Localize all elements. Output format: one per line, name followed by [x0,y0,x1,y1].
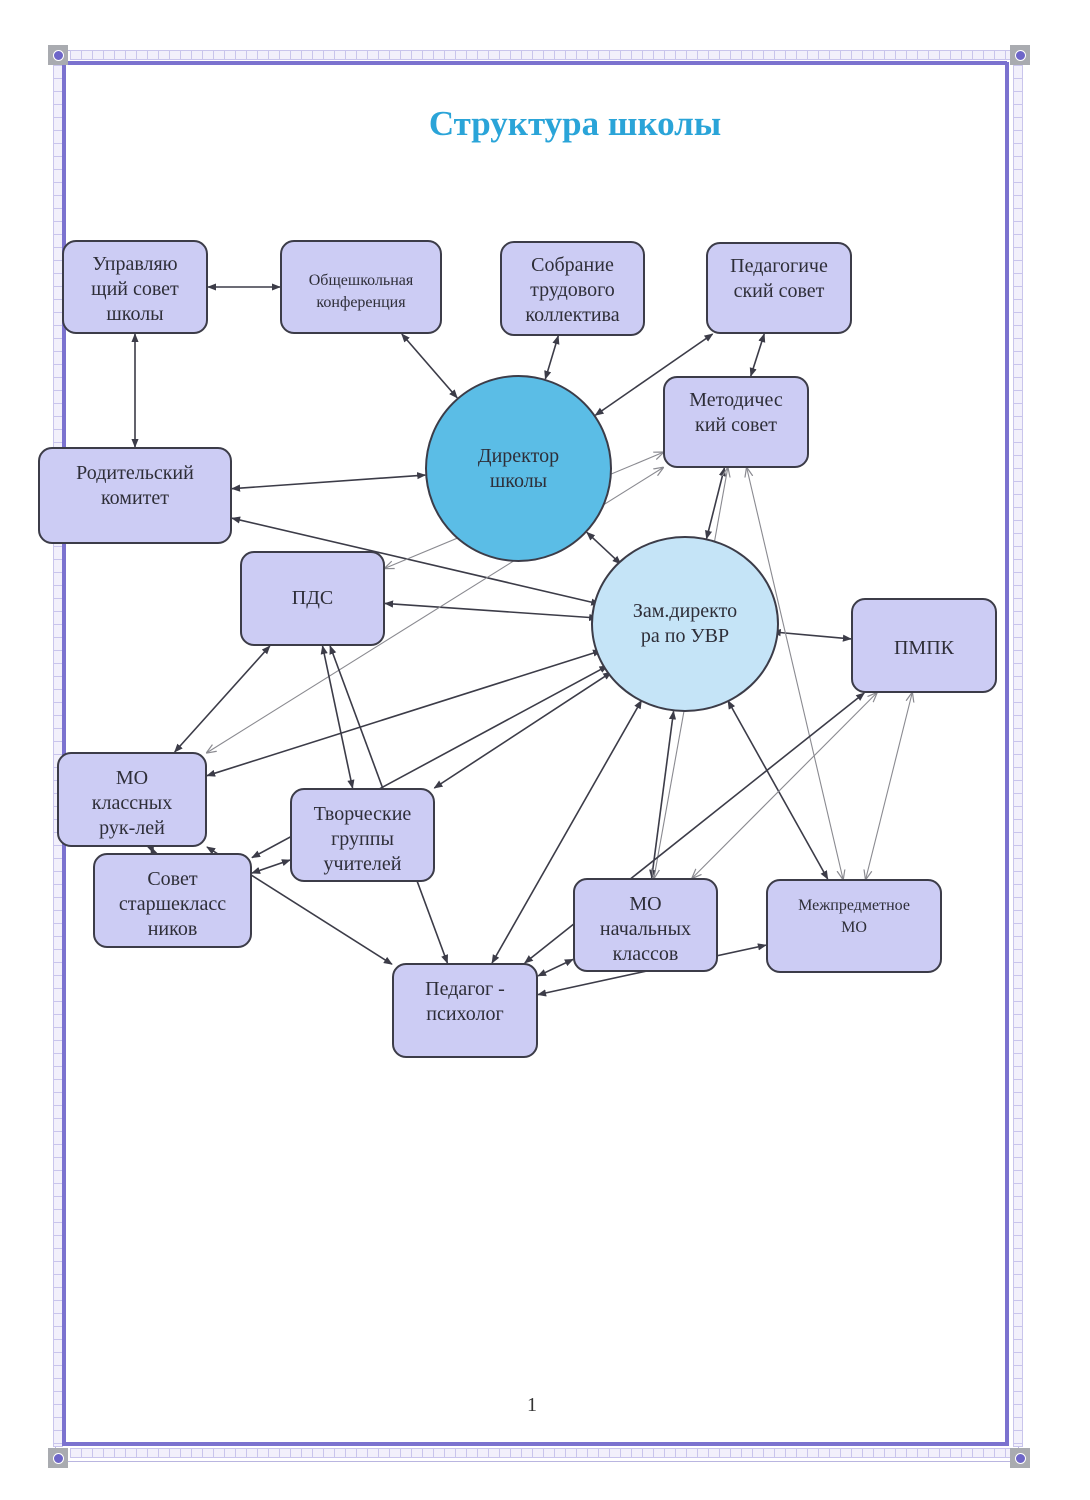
frame-line-top [62,61,1007,65]
node-creative-groups: Творческие группы учителей [290,788,435,882]
node-parent-committee: Родительский комитет [38,447,232,544]
node-interdisciplinary-mo: Межпредметное МО [766,879,942,973]
frame-corner-ornament-icon [1010,45,1030,65]
node-label: ПДС [291,587,334,609]
node-pedagogical-council: Педагогиче ский совет [706,242,852,334]
frame-rail-bottom [70,1448,1012,1458]
node-methodical-council: Методичес кий совет [663,376,809,468]
page-title: Структура школы [428,104,722,143]
node-label: Собрание трудового коллектива [525,254,620,326]
node-label: Межпредметное МО [798,897,910,936]
node-primary-classes-mo: МО начальных классов [573,878,718,972]
frame-line-right [1005,62,1009,1446]
node-label: Директор школы [477,444,560,492]
node-senior-students-council: Совет старшекласс ников [93,853,252,948]
node-label: Родительский комитет [76,462,194,509]
node-school-conference: Общешкольная конференция [280,240,442,334]
frame-corner-ornament-icon [48,1448,68,1468]
frame-corner-ornament-icon [48,45,68,65]
node-psychologist: Педагог - психолог [392,963,538,1058]
node-label: Зам.директо ра по УВР [632,600,738,647]
node-pds: ПДС [240,551,385,646]
page-number: 1 [527,1394,537,1416]
node-deputy-director: Зам.директо ра по УВР [591,536,779,712]
node-label: Совет старшекласс ников [118,868,227,940]
node-label: МО начальных классов [599,893,692,965]
node-label: Педагог - психолог [425,978,505,1025]
node-label: Общешкольная конференция [308,272,414,311]
node-label: ПМПК [893,637,954,659]
frame-rail-right [1013,65,1023,1447]
node-pmpk: ПМПК [851,598,997,693]
node-label: Методичес кий совет [689,389,783,436]
node-label: Творческие группы учителей [313,803,412,875]
node-label: Управляю щий совет школы [91,253,179,325]
frame-line-bottom [62,1442,1007,1446]
node-class-teachers-mo: МО классных рук-лей [57,752,207,847]
node-governing-council: Управляю щий совет школы [62,240,208,334]
node-school-director: Директор школы [425,375,612,562]
node-label: Педагогиче ский совет [730,255,828,302]
node-staff-meeting: Собрание трудового коллектива [500,241,645,336]
frame-rail-top [70,50,1012,60]
frame-corner-ornament-icon [1010,1448,1030,1468]
node-label: МО классных рук-лей [91,767,173,839]
